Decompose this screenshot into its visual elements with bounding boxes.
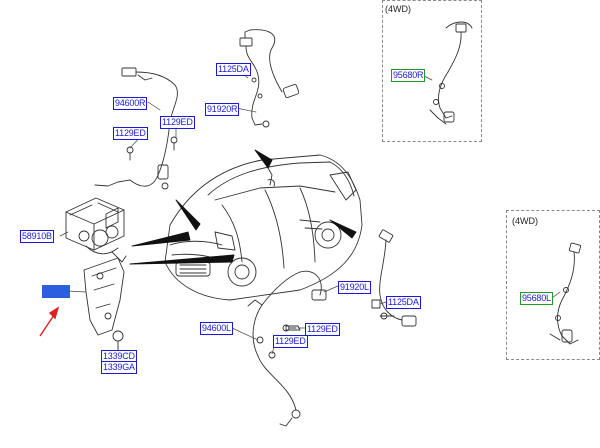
inset-right-sensor: [549, 242, 582, 345]
part-label-95680R[interactable]: 95680R: [391, 69, 426, 82]
part-label-91920R[interactable]: 91920R: [205, 103, 240, 116]
part-label-1129ED-a[interactable]: 1129ED: [160, 116, 195, 129]
part-label-1129ED-b[interactable]: 1129ED: [113, 127, 148, 140]
leader-lines: [59, 67, 561, 355]
part-label-94600L[interactable]: 94600L: [200, 322, 233, 335]
inset-4wd-right-title: (4WD): [512, 216, 538, 226]
part-label-95680L[interactable]: 95680L: [520, 292, 553, 305]
rear-right-sensor: [378, 229, 417, 327]
rear-left-harness: [247, 270, 327, 427]
front-left-harness: [94, 67, 178, 190]
part-label-58910B[interactable]: 58910B: [20, 230, 54, 243]
part-label-1125DA-bot[interactable]: 1125DA: [386, 296, 421, 309]
abs-bracket: [83, 251, 127, 351]
inset-top-sensor: [429, 21, 473, 125]
front-right-sensor: [239, 29, 300, 128]
inset-4wd-top-title: (4WD): [385, 4, 411, 14]
part-label-1339GA[interactable]: 1339GA: [101, 361, 137, 374]
inset-4wd-right: [506, 210, 600, 360]
pointer-wedges: [129, 149, 357, 265]
part-label-1129ED-c[interactable]: 1129ED: [305, 323, 340, 336]
abs-modulator: [65, 197, 125, 255]
part-label-58960-selected[interactable]: 58960: [42, 285, 71, 298]
part-label-94600R[interactable]: 94600R: [113, 97, 148, 110]
inset-4wd-top: [382, 0, 482, 142]
part-label-1129ED-d[interactable]: 1129ED: [273, 335, 308, 348]
vehicle-illustration: [164, 154, 363, 301]
part-label-1125DA-top[interactable]: 1125DA: [216, 63, 251, 76]
part-label-91920L[interactable]: 91920L: [338, 281, 371, 294]
red-pointer-arrow: [39, 306, 60, 337]
fasteners: [285, 299, 395, 331]
